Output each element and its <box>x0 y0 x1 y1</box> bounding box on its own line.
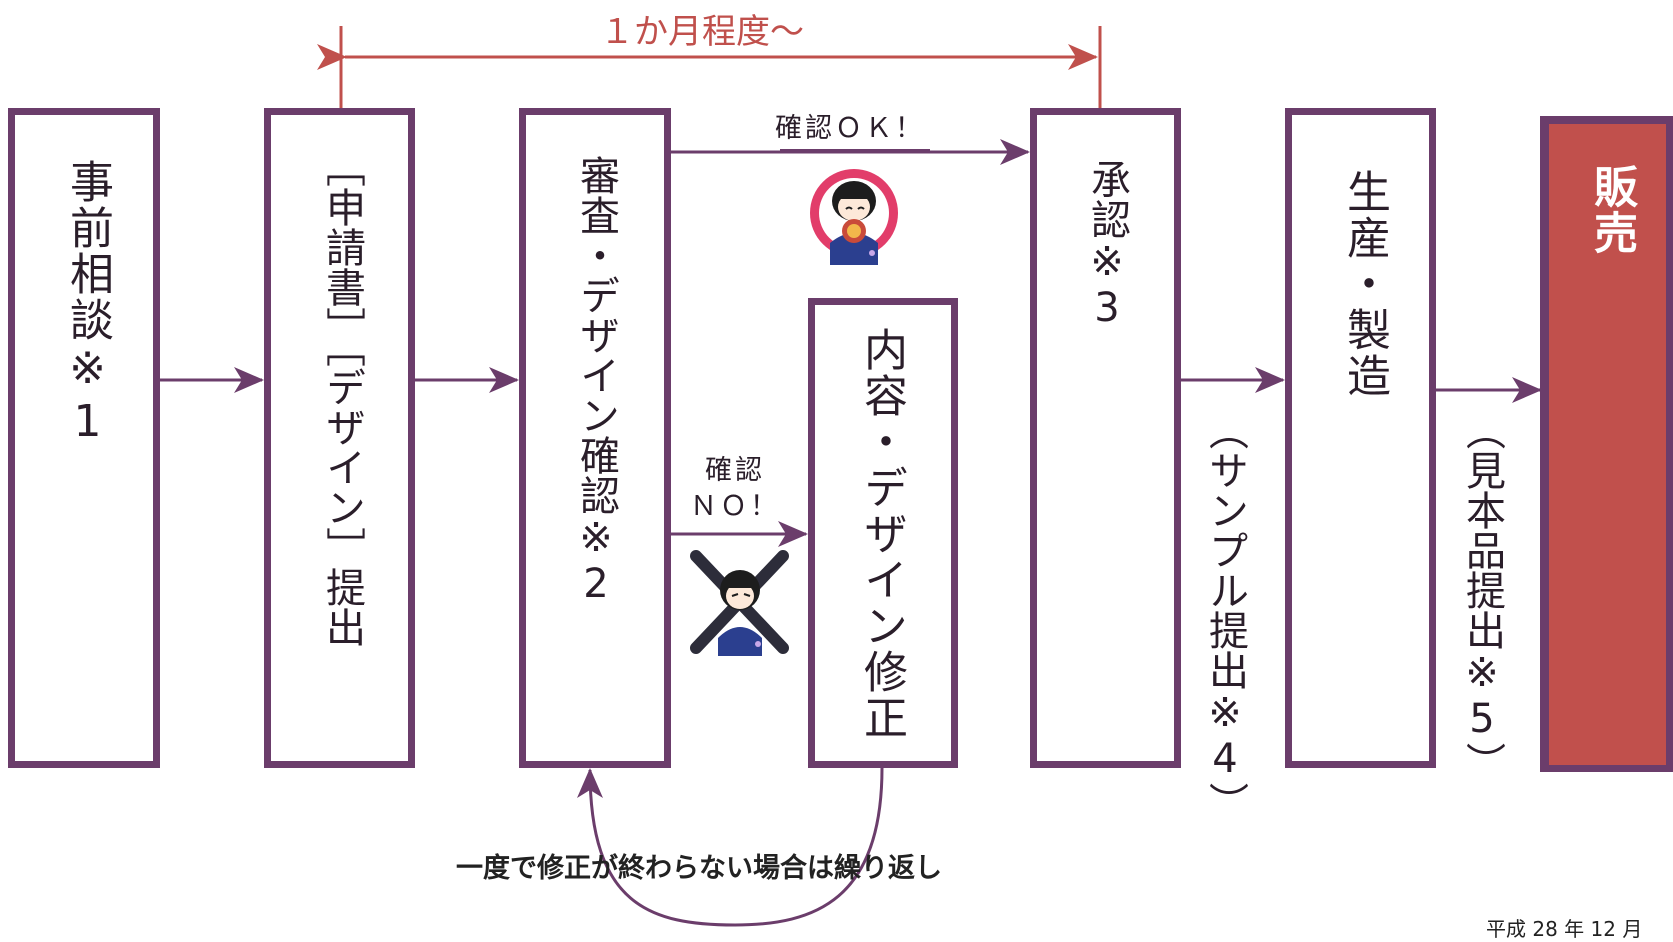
step-sell-label: 販売 <box>1586 164 1637 256</box>
date-label: 平成 28 年 12 月 <box>1486 917 1643 941</box>
period-bracket <box>317 26 1102 108</box>
ok-character-icon <box>810 169 898 265</box>
step-apply-box: ［申請書］［デザイン］提出 <box>264 108 415 768</box>
specimen-label: （見本品提出※5） <box>1459 410 1505 782</box>
step-produce-label: 生産・製造 <box>1339 169 1390 399</box>
step-review-box: 審査・デザイン確認※2 <box>519 108 671 768</box>
step-review-label: 審査・デザイン確認※2 <box>573 155 619 607</box>
ng-label: 確認 ＮＯ！ <box>690 453 780 525</box>
step-consult-label: 事前相談※1 <box>62 159 113 449</box>
step-approve-label: 承認※3 <box>1084 159 1130 331</box>
step-fix-box: 内容・デザイン修正 <box>808 298 958 768</box>
step-fix-label: 内容・デザイン修正 <box>856 327 907 741</box>
loop-arrow <box>577 767 884 927</box>
sample-label: （サンプル提出※4） <box>1202 410 1248 822</box>
step-sell-box: 販売 <box>1540 116 1673 772</box>
ng-label-line1: 確認 <box>705 455 765 486</box>
period-label: １か月程度〜 <box>600 12 804 52</box>
step-approve-box: 承認※3 <box>1030 108 1181 768</box>
step-consult-box: 事前相談※1 <box>8 108 160 768</box>
step-produce-box: 生産・製造 <box>1285 108 1436 768</box>
loop-label: 一度で修正が終わらない場合は繰り返し <box>456 853 942 884</box>
ng-label-line2: ＮＯ！ <box>690 491 780 522</box>
ng-character-icon <box>690 550 789 656</box>
step-apply-label: ［申請書］［デザイン］提出 <box>319 147 365 647</box>
ok-label: 確認ＯＫ！ <box>775 113 925 144</box>
